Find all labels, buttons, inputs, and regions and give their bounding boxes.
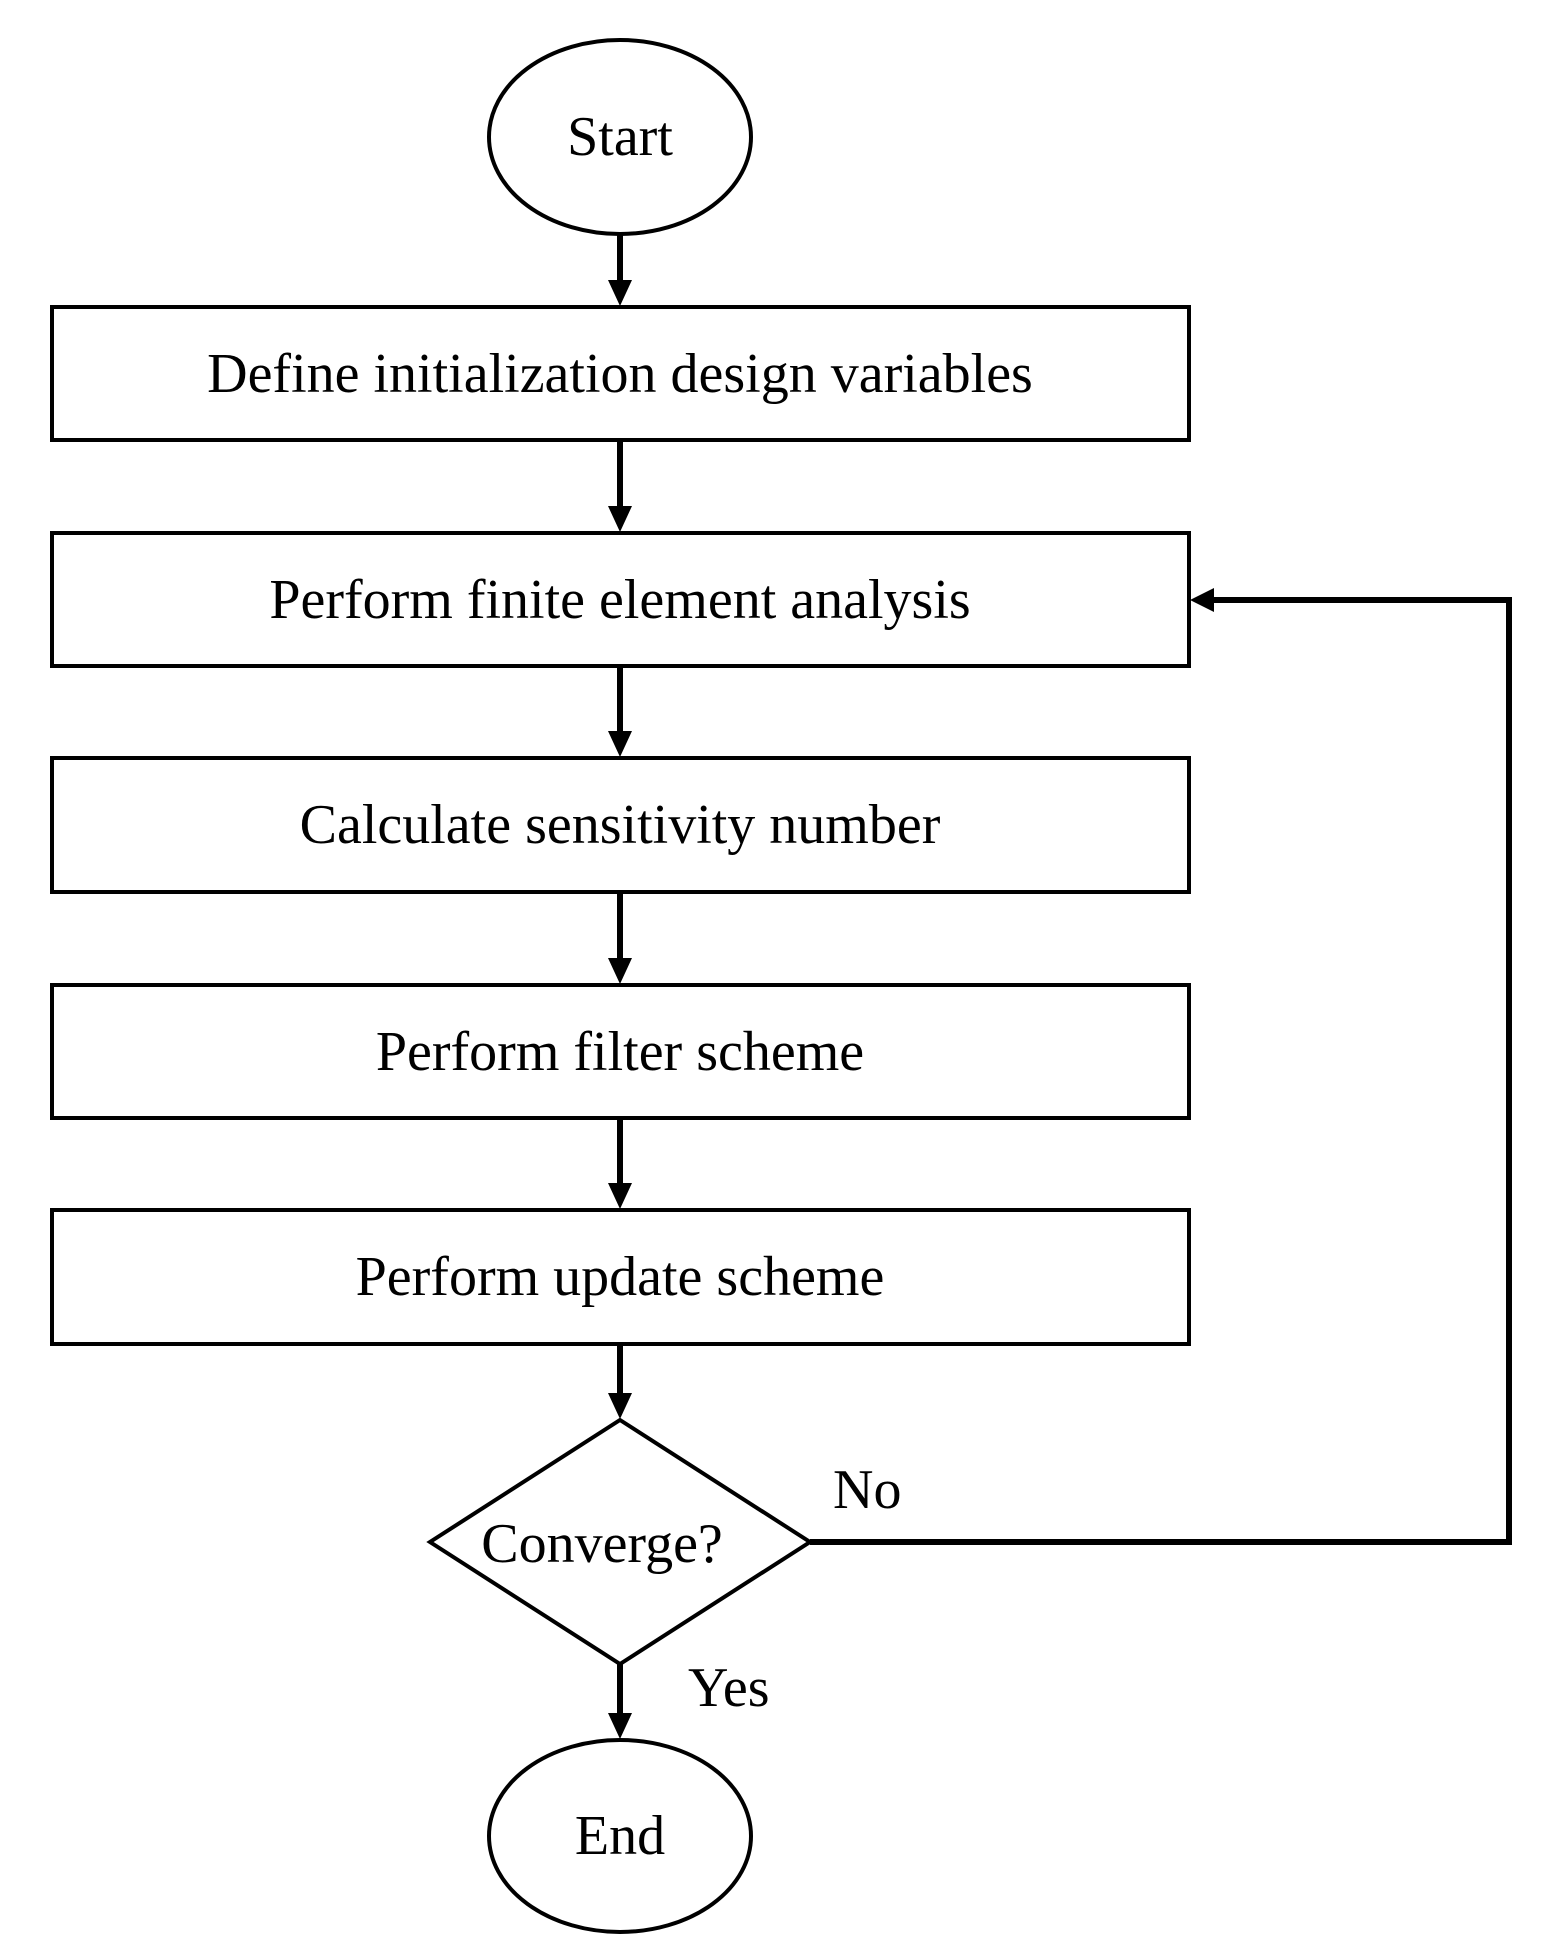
arrow-no-loop	[810, 588, 1512, 1545]
fea-node: Perform finite element analysis	[50, 531, 1191, 668]
arrow-filter-to-update	[608, 1118, 632, 1209]
define-variables-box	[50, 305, 1191, 442]
update-label: Perform update scheme	[356, 1246, 885, 1308]
sensitivity-label: Calculate sensitivity number	[300, 794, 941, 856]
end-ellipse	[487, 1738, 753, 1934]
sensitivity-box	[50, 756, 1191, 894]
arrow-update-to-converge	[608, 1344, 632, 1419]
filter-node: Perform filter scheme	[50, 983, 1191, 1120]
sensitivity-node: Calculate sensitivity number	[50, 756, 1191, 894]
yes-label: Yes	[688, 1657, 769, 1719]
converge-node: Converge?	[426, 1417, 814, 1667]
converge-label: Converge?	[481, 1513, 723, 1575]
end-node: End	[487, 1738, 753, 1934]
end-label: End	[575, 1805, 665, 1867]
update-box	[50, 1208, 1191, 1346]
filter-box	[50, 983, 1191, 1120]
start-label: Start	[567, 106, 673, 168]
arrow-define-to-fea	[608, 440, 632, 532]
no-label: No	[833, 1459, 901, 1521]
define-variables-node: Define initialization design variables	[50, 305, 1191, 442]
define-variables-label: Define initialization design variables	[207, 343, 1033, 405]
arrow-fea-to-sensitivity	[608, 666, 632, 757]
fea-label: Perform finite element analysis	[269, 569, 970, 631]
arrow-start-to-define	[608, 234, 632, 306]
filter-label: Perform filter scheme	[376, 1021, 864, 1083]
arrow-sensitivity-to-filter	[608, 892, 632, 984]
update-node: Perform update scheme	[50, 1208, 1191, 1346]
arrow-yes-to-end	[608, 1664, 632, 1739]
start-node: Start	[487, 38, 753, 236]
